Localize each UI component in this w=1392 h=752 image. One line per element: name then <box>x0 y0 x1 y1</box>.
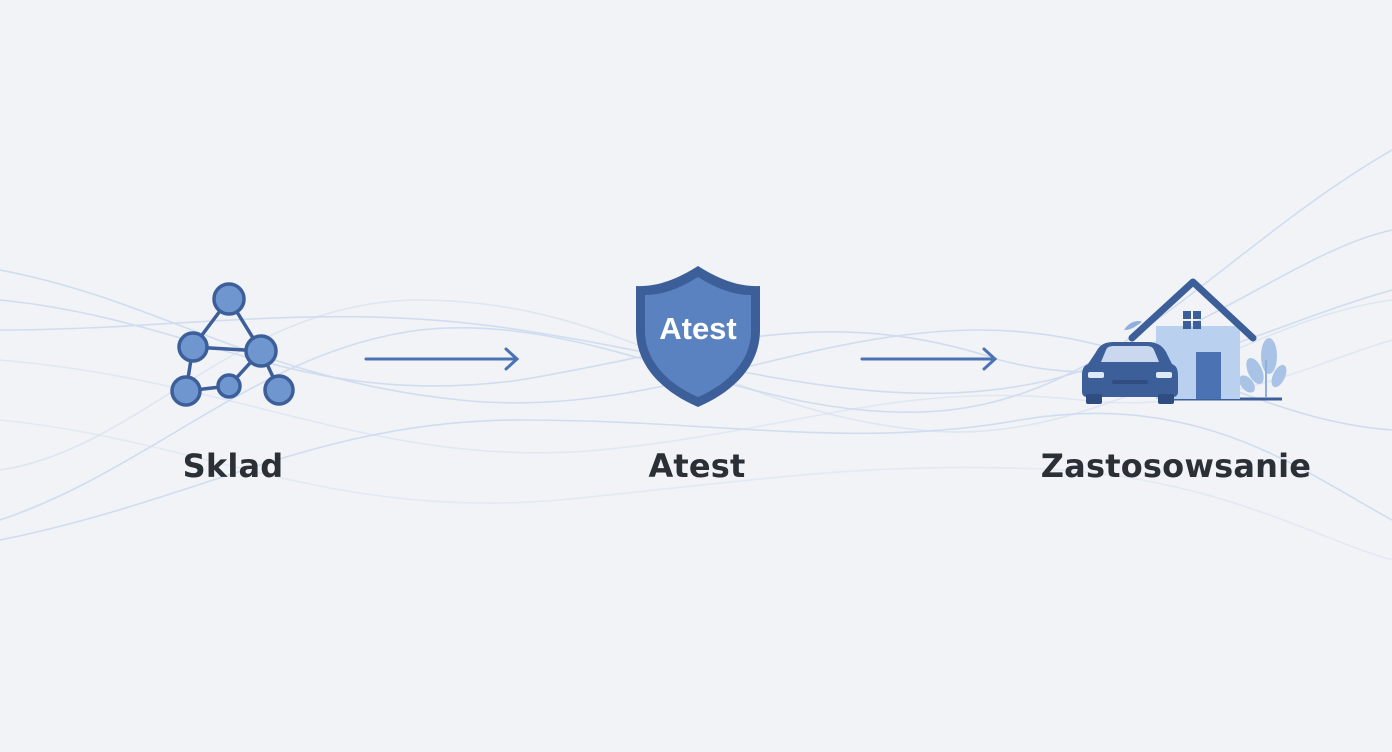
house-car-icon <box>1082 278 1287 404</box>
step-label-sklad: Sklad <box>182 447 284 485</box>
step-label-atest: Atest <box>648 447 746 485</box>
molecule-network-icon <box>170 282 295 407</box>
shield-icon: Atest <box>636 266 760 407</box>
window-icon <box>1183 311 1201 329</box>
step-label-zastosowsanie: Zastosowsanie <box>1040 447 1312 485</box>
car-icon <box>1082 342 1178 404</box>
arrow-right-icon <box>364 347 520 371</box>
arrow-right-icon <box>860 347 998 371</box>
shield-badge-text: Atest <box>659 311 737 346</box>
plant-icon <box>1239 338 1287 398</box>
